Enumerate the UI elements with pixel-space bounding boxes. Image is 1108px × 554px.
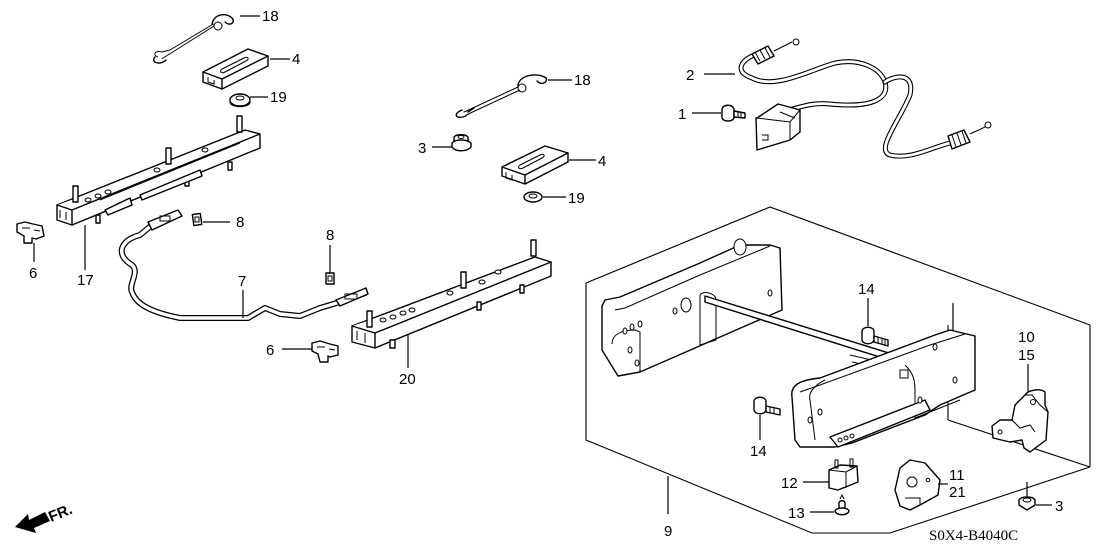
- screw-part[interactable]: [721, 104, 746, 122]
- clip-part[interactable]: [311, 340, 339, 363]
- washer-part[interactable]: [523, 191, 543, 203]
- callout-1: 1: [678, 106, 686, 123]
- callout-18-middle: 18: [574, 72, 591, 89]
- callout-3-middle: 3: [418, 140, 426, 157]
- seat-track-left-part[interactable]: [56, 115, 261, 226]
- connecting-rod-part[interactable]: [118, 209, 369, 321]
- callout-7: 7: [238, 273, 246, 290]
- slide-cover-part[interactable]: [501, 145, 569, 185]
- callout-3-lower: 3: [1055, 498, 1063, 515]
- slide-cover-part[interactable]: [202, 48, 269, 90]
- callout-14-upper: 14: [858, 281, 875, 298]
- seat-frame-part[interactable]: [601, 238, 976, 448]
- spring-hook-part[interactable]: [455, 74, 548, 119]
- seat-track-right-part[interactable]: [351, 239, 552, 349]
- nut-clip-part[interactable]: [325, 272, 335, 285]
- callout-14-lower: 14: [750, 443, 767, 460]
- bumper-part[interactable]: [828, 458, 859, 491]
- callout-9: 9: [664, 523, 672, 540]
- callout-18: 18: [262, 8, 279, 25]
- diagram-code: S0X4-B4040C: [929, 528, 1018, 544]
- callout-15: 15: [1018, 347, 1035, 364]
- clip-part[interactable]: [16, 221, 45, 244]
- callout-6: 6: [29, 265, 37, 282]
- callout-8-lower: 8: [326, 227, 334, 244]
- nut-part[interactable]: [451, 134, 472, 152]
- callout-19: 19: [270, 89, 287, 106]
- bolt-part[interactable]: [861, 326, 889, 347]
- callout-12: 12: [781, 475, 798, 492]
- callout-11: 11: [949, 467, 965, 484]
- latch-part[interactable]: [991, 389, 1049, 453]
- front-direction-label: FR.: [46, 501, 75, 526]
- callout-4-middle: 4: [598, 153, 606, 170]
- nut-part[interactable]: [1018, 496, 1036, 511]
- callout-6-lower: 6: [266, 342, 274, 359]
- callout-8-upper: 8: [236, 214, 244, 231]
- washer-part[interactable]: [229, 93, 251, 108]
- callout-20: 20: [399, 371, 416, 388]
- bolt-part[interactable]: [753, 396, 781, 416]
- callout-13: 13: [788, 505, 805, 522]
- callout-2: 2: [686, 67, 694, 84]
- assembly-boundary: [585, 206, 1091, 534]
- callout-21: 21: [949, 484, 966, 501]
- cable-harness-part[interactable]: [738, 38, 992, 159]
- callout-10: 10: [1018, 329, 1035, 346]
- spring-hook-part[interactable]: [153, 13, 234, 64]
- callout-19-middle: 19: [568, 190, 585, 207]
- tapping-screw-part[interactable]: [834, 493, 850, 516]
- front-arrow-icon: FR.: [15, 501, 75, 533]
- plate-part[interactable]: [894, 459, 941, 511]
- nut-clip-part[interactable]: [191, 212, 203, 227]
- callout-4: 4: [292, 51, 300, 68]
- callout-17: 17: [77, 272, 94, 289]
